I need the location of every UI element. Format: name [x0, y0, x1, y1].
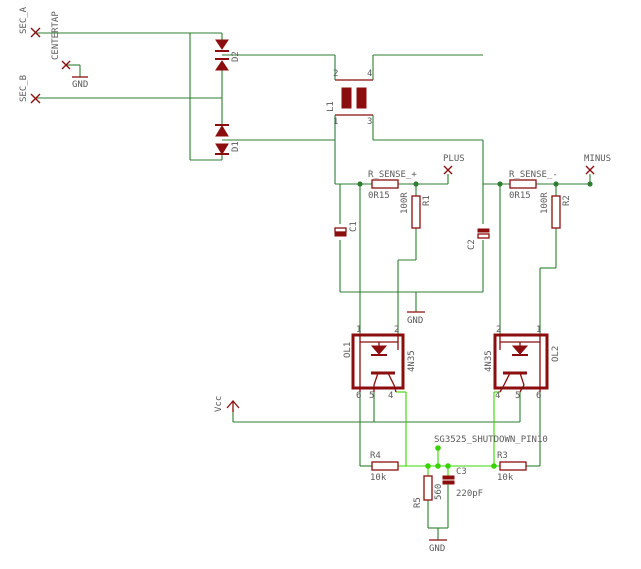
port-sec-b: SEC_B	[19, 75, 41, 104]
l1-pin: 2	[333, 69, 338, 79]
diode-d2: D2	[215, 39, 241, 71]
x-icon	[443, 165, 453, 175]
resistor-r4: R4 10k	[370, 451, 399, 483]
d1-label: D1	[231, 141, 241, 152]
port-shutdown: SG3525_SHUTDOWN_PIN10	[434, 435, 548, 445]
ol1-label: OL1	[343, 342, 353, 358]
r2-value: 100R	[540, 192, 550, 214]
l1-pin: 1	[333, 117, 338, 127]
gnd-label: GND	[429, 544, 445, 554]
port-centertap: CENTERTAP	[51, 11, 71, 70]
l1-pin: 3	[367, 117, 372, 127]
port-sec-b-label: SEC_B	[19, 75, 29, 102]
ol2-part: 4N35	[484, 350, 494, 372]
port-plus: PLUS	[443, 154, 465, 175]
l1-pin: 4	[367, 69, 372, 79]
port-sec-a-label: SEC_A	[19, 6, 29, 34]
shutdown-net	[396, 391, 500, 476]
x-icon	[585, 165, 595, 175]
port-shutdown-label: SG3525_SHUTDOWN_PIN10	[434, 435, 548, 445]
optocoupler-ol1: OL1 4N35 1 2 6 5 4	[343, 325, 417, 401]
ol2-label: OL2	[551, 346, 561, 362]
ol2-pin: 4	[495, 391, 500, 401]
r-sense-plus-label: R_SENSE_+	[368, 170, 417, 180]
x-icon	[30, 27, 41, 38]
port-vcc: Vcc	[214, 396, 240, 412]
r4-value: 10k	[370, 473, 387, 483]
ol1-pin: 1	[356, 325, 361, 335]
r5-value: 560	[434, 484, 444, 500]
c1-label: C1	[349, 221, 359, 232]
gnd-main: GND	[407, 311, 425, 326]
port-plus-label: PLUS	[443, 154, 465, 164]
r3-label: R3	[497, 451, 508, 461]
gnd-centertap: GND	[72, 76, 88, 90]
x-icon	[30, 93, 41, 104]
gnd-label: GND	[72, 80, 88, 90]
r2-label: R2	[562, 195, 572, 206]
c3-value: 220pF	[456, 489, 483, 499]
r1-label: R1	[422, 195, 432, 206]
r4-label: R4	[370, 451, 381, 461]
capacitor-c3: C3 220pF	[442, 467, 483, 500]
resistor-r-sense-minus: R_SENSE_- 0R15	[509, 170, 558, 201]
ol1-pin: 5	[369, 391, 374, 401]
r3-value: 10k	[497, 473, 514, 483]
port-sec-a: SEC_A	[19, 6, 41, 38]
resistor-r-sense-plus: R_SENSE_+ 0R15	[368, 170, 417, 201]
c3-label: C3	[456, 467, 467, 477]
l1-label: L1	[326, 101, 336, 112]
ol2-pin: 1	[536, 325, 541, 335]
resistor-r1: R1 100R	[400, 192, 432, 229]
ol1-pin: 4	[388, 391, 393, 401]
gnd-label: GND	[407, 316, 423, 326]
ol1-pin: 6	[356, 391, 361, 401]
resistor-r3: R3 10k	[497, 451, 527, 483]
ol1-part: 4N35	[407, 350, 417, 372]
c2-label: C2	[467, 239, 477, 250]
d2-label: D2	[231, 51, 241, 62]
r-sense-minus-label: R_SENSE_-	[509, 170, 558, 180]
ol2-pin: 2	[496, 325, 501, 335]
port-minus: MINUS	[584, 154, 611, 175]
wires	[36, 32, 591, 540]
r-sense-plus-value: 0R15	[368, 191, 390, 201]
r-sense-minus-value: 0R15	[509, 191, 531, 201]
inductor-l1: 2 4 1 3 L1	[326, 69, 373, 127]
r5-label: R5	[413, 497, 423, 508]
capacitor-c1: C1	[334, 221, 359, 237]
port-centertap-label: CENTERTAP	[51, 11, 61, 60]
port-minus-label: MINUS	[584, 154, 611, 164]
ol2-pin: 6	[536, 391, 541, 401]
junctions	[357, 181, 593, 187]
supply-arrow-icon	[226, 400, 240, 412]
port-vcc-label: Vcc	[214, 396, 224, 412]
capacitor-c2: C2	[467, 228, 490, 250]
r1-value: 100R	[400, 192, 410, 214]
optocoupler-ol2: 4N35 OL2 1 2 4 5 6	[484, 325, 561, 401]
ol1-pin: 2	[394, 325, 399, 335]
resistor-r5: R5 560	[413, 475, 444, 508]
diode-d1: D1	[215, 124, 241, 155]
resistor-r2: R2 100R	[540, 192, 572, 229]
gnd-r5: GND	[429, 539, 447, 554]
x-icon	[61, 60, 71, 70]
ol2-pin: 5	[515, 391, 520, 401]
